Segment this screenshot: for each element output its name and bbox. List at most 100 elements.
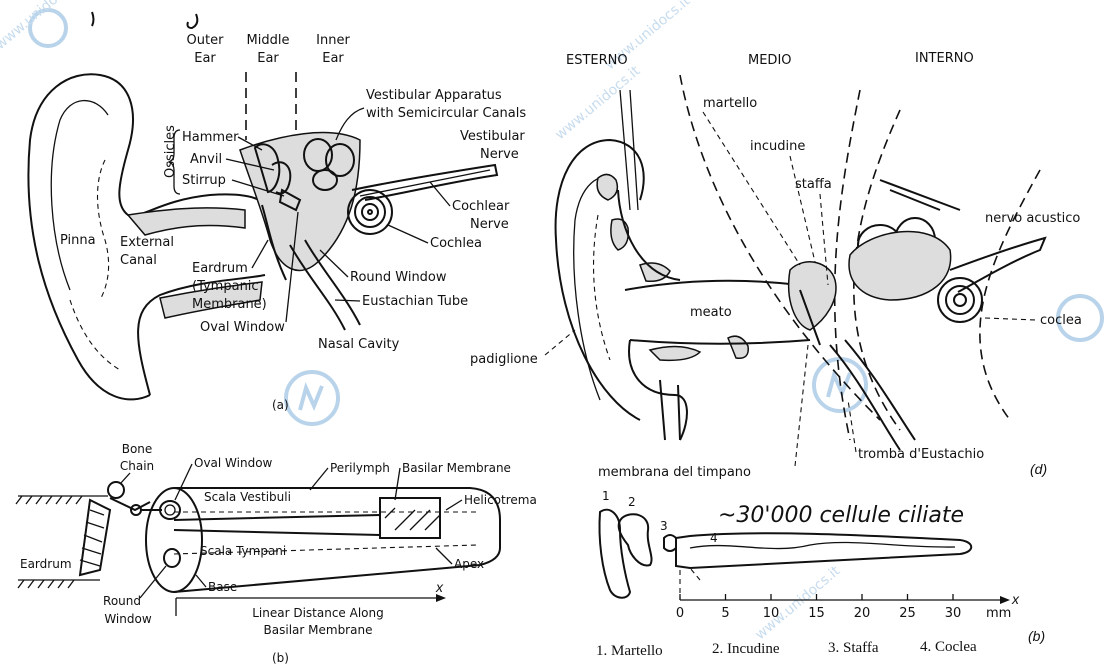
- label-eustachian-tube: Eustachian Tube: [362, 294, 468, 309]
- round-window-shape: [164, 549, 180, 567]
- martello-bone-shape: [599, 510, 630, 598]
- distance-axis-arrow-icon: [436, 594, 446, 602]
- panel-b-left: Bone Chain Oval Window Perilymph Basilar…: [16, 442, 537, 665]
- ground-hatch-bottom: [18, 580, 100, 588]
- scale-tick-label: 5: [721, 606, 729, 621]
- label-eardrum-line2: (Tympanic: [192, 279, 259, 294]
- watermark-text: www.unidocs.it: [552, 63, 643, 143]
- label-num-2: 2: [628, 495, 636, 509]
- label-anvil: Anvil: [190, 152, 222, 167]
- label-cells-note: ~30'000 cellule ciliate: [718, 503, 964, 528]
- coclea-spiral: [938, 278, 982, 322]
- caption-d: (d): [1030, 461, 1047, 477]
- ossicles-cluster: [789, 262, 836, 330]
- header-inner-ear-line1: Inner: [316, 33, 350, 48]
- label-bone-chain-line1: Bone: [122, 442, 153, 456]
- label-eardrum-line3: Membrane): [192, 297, 267, 312]
- scribble-mark: [188, 14, 198, 28]
- watermark-text: www.unidocs.it: [752, 563, 843, 643]
- leader-base: [196, 575, 206, 587]
- label-num-3: 3: [660, 519, 668, 533]
- leader-oval-window: [175, 464, 192, 500]
- watermark-logo-mark: [300, 386, 322, 410]
- label-round-window-line1: Round: [103, 594, 141, 608]
- cochlear-nerve-shape: [360, 170, 490, 196]
- scale-tick-label: 20: [854, 606, 871, 621]
- label-esterno: ESTERNO: [566, 53, 628, 68]
- label-oval-window: Oval Window: [194, 456, 273, 470]
- scale-tick-label: 15: [808, 606, 825, 621]
- scale-axis-arrow-icon: [1000, 596, 1010, 604]
- label-scala-tympani: Scala Tympani: [200, 544, 286, 558]
- scribble-mark: [92, 12, 94, 26]
- canal-upper-tissue: [128, 208, 245, 235]
- label-round-window: Round Window: [350, 270, 447, 285]
- scale-tick-label: 0: [676, 606, 684, 621]
- label-scala-vestibuli: Scala Vestibuli: [204, 490, 291, 504]
- leader-bone-chain: [120, 473, 130, 484]
- leader-basilar-membrane: [395, 468, 400, 500]
- label-coclea: coclea: [1040, 313, 1082, 328]
- pinna-inner-fold: [51, 101, 108, 290]
- leader-helicotrema: [446, 500, 462, 510]
- label-scale-x: x: [1011, 591, 1020, 607]
- header-outer-ear-line1: Outer: [187, 33, 225, 48]
- label-nervo-acustico: nervo acustico: [985, 211, 1080, 226]
- divider-esterno-medio: [680, 75, 880, 420]
- scale-ticks: 0 5 10 15 20 25 30: [676, 594, 961, 621]
- scale-tick-label: 10: [763, 606, 780, 621]
- label-incudine: incudine: [750, 139, 805, 154]
- leader-martello: [703, 112, 800, 265]
- leader-eardrum: [252, 240, 268, 268]
- label-perilymph: Perilymph: [330, 461, 390, 475]
- label-vestibular-nerve-line2: Nerve: [480, 147, 519, 162]
- legend-item-2: 2. Incudine: [712, 641, 780, 657]
- cartilage-blob: [611, 219, 628, 250]
- leader-round-window: [140, 566, 166, 598]
- caption-b-left: (b): [272, 651, 289, 665]
- header-outer-ear-line2: Ear: [194, 51, 216, 66]
- label-interno: INTERNO: [915, 51, 974, 66]
- label-oval-window: Oval Window: [200, 320, 285, 335]
- scale-tick-label: 25: [899, 606, 916, 621]
- label-helicotrema: Helicotrema: [464, 493, 537, 507]
- label-tromba: tromba d'Eustachio: [858, 447, 984, 462]
- basilar-membrane-block: [380, 498, 440, 538]
- label-meato: meato: [690, 305, 732, 320]
- label-staffa: staffa: [795, 177, 832, 192]
- canal-top-wall: [618, 190, 680, 280]
- label-basilar-membrane: Basilar Membrane: [402, 461, 511, 475]
- label-hammer: Hammer: [182, 130, 239, 145]
- leader-coclea: [985, 318, 1036, 320]
- oval-window-inner: [165, 505, 175, 515]
- scale-tick-label: 30: [945, 606, 962, 621]
- label-linear-distance-line1: Linear Distance Along: [252, 606, 384, 620]
- label-vestibular-apparatus-line2: with Semicircular Canals: [366, 106, 526, 121]
- coclea-base-dash: [680, 568, 700, 600]
- leader-incudine: [790, 156, 815, 262]
- cartilage-blob: [728, 336, 748, 358]
- label-num-1: 1: [602, 489, 610, 503]
- leader-apex: [436, 548, 452, 564]
- legend-item-4: 4. Coclea: [920, 639, 977, 655]
- label-cochlea: Cochlea: [430, 236, 482, 251]
- incudine-bone-shape: [619, 514, 652, 565]
- label-eardrum: Eardrum: [20, 557, 72, 571]
- panel-d: ESTERNO MEDIO INTERNO: [470, 51, 1082, 480]
- caption-a: (a): [272, 398, 289, 412]
- leader-padiglione: [545, 330, 575, 355]
- label-base: Base: [208, 580, 237, 594]
- nervo-acustico-shape: [950, 238, 1045, 292]
- cochlea-base-ellipse: [146, 488, 202, 592]
- label-vestibular-nerve-line1: Vestibular: [460, 129, 525, 144]
- leader-eustachian-tube: [335, 300, 360, 301]
- leader-round-window: [320, 250, 348, 277]
- staffa-bone-shape: [664, 535, 676, 551]
- oval-window-shape: [160, 501, 180, 519]
- label-cochlear-nerve-line2: Nerve: [470, 217, 509, 232]
- header-middle-ear-line1: Middle: [247, 33, 290, 48]
- basilar-membrane-hatch: [385, 508, 440, 530]
- label-external-canal-line1: External: [120, 235, 174, 250]
- leader-membrana: [795, 345, 808, 466]
